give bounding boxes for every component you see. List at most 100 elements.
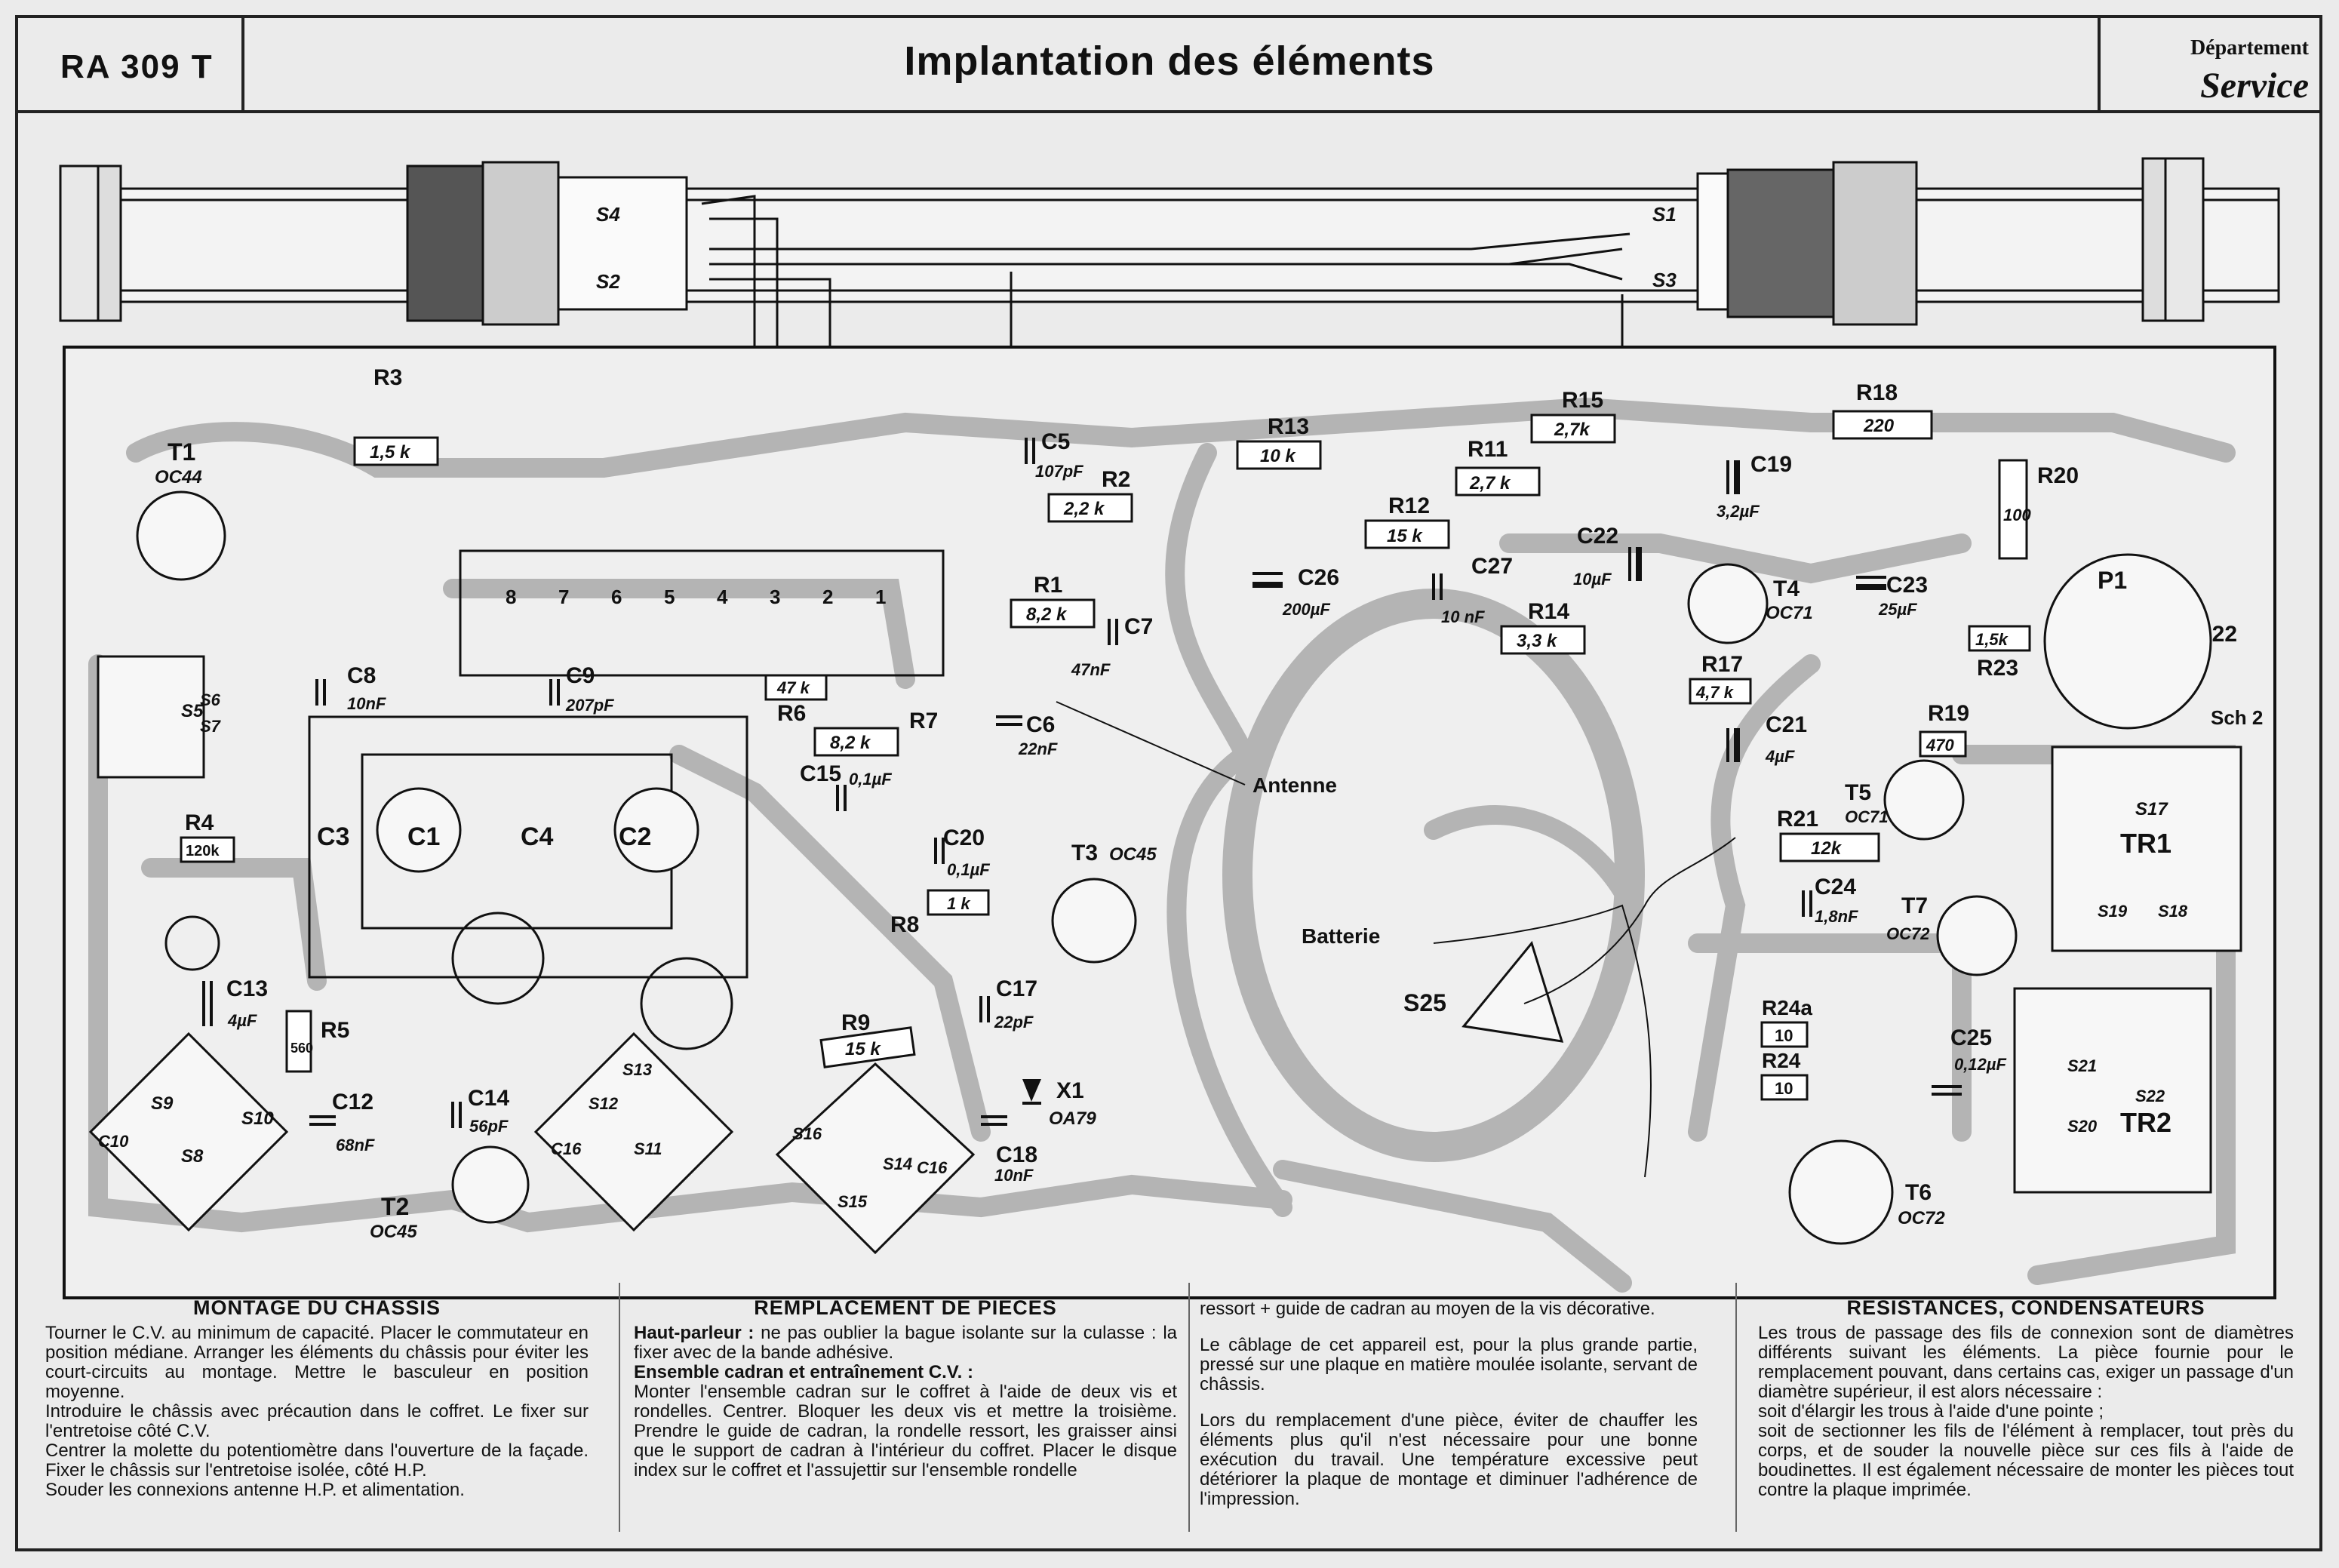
paragraph: Lors du remplacement d'une pièce, éviter… — [1200, 1410, 1698, 1509]
svg-text:2,2 k: 2,2 k — [1063, 499, 1105, 519]
transistor-t7: T7 OC72 — [1886, 893, 2018, 976]
variable-capacitor-labels: C1 C2 C3 C4 — [317, 822, 651, 851]
c1-label: C1 — [407, 822, 440, 851]
paragraph: Les trous de passage des fils de connexi… — [1758, 1323, 2294, 1402]
column-divider — [619, 1283, 620, 1532]
coil-label: S2 — [596, 270, 620, 293]
svg-text:220: 220 — [1863, 416, 1895, 436]
svg-text:R24a: R24a — [1762, 996, 1812, 1019]
diode-x1: X1 OA79 — [1022, 1078, 1096, 1129]
svg-text:P1: P1 — [2098, 567, 2127, 594]
svg-text:8,2 k: 8,2 k — [1026, 604, 1068, 625]
resistor-r24a: R24a 10 — [1760, 996, 1812, 1048]
capacitor-c27: C27 10 nF — [1432, 554, 1513, 626]
capacitor-c12: C12 68nF — [309, 1090, 375, 1154]
resistor-r12: R12 15 k — [1364, 493, 1450, 549]
coil-label: S4 — [596, 203, 620, 226]
svg-text:T6: T6 — [1905, 1180, 1932, 1205]
resistor-r3: R3 1,5 k — [353, 365, 439, 466]
svg-text:3,2µF: 3,2µF — [1717, 502, 1760, 521]
svg-text:C10: C10 — [98, 1132, 129, 1151]
resistor-r20: R20 100 — [1998, 459, 2079, 560]
capacitor-c25: C25 0,12µF — [1932, 1025, 2006, 1096]
svg-text:R21: R21 — [1777, 807, 1818, 832]
switch-pin-label: 4 — [717, 586, 728, 608]
svg-text:C8: C8 — [347, 663, 376, 688]
coil-labels: S5 S6 S7 S8 S9 S10 C10 S11 S12 S13 C16 S… — [98, 690, 948, 1211]
paragraph: soit d'élargir les trous à l'aide d'une … — [1758, 1401, 2104, 1422]
column-divider — [1735, 1283, 1737, 1532]
svg-text:2,7k: 2,7k — [1554, 420, 1591, 440]
svg-text:C7: C7 — [1124, 614, 1153, 639]
svg-text:10: 10 — [1775, 1026, 1793, 1045]
svg-text:R7: R7 — [909, 709, 938, 733]
svg-text:R4: R4 — [185, 810, 214, 835]
svg-text:8,2 k: 8,2 k — [830, 733, 871, 753]
svg-text:R2: R2 — [1102, 467, 1130, 492]
transformer-tr1: TR1 S17 S18 S19 — [2051, 746, 2242, 952]
section-title: REMPLACEMENT DE PIÈCES — [754, 1296, 1057, 1319]
svg-text:Sch 2: Sch 2 — [2211, 706, 2263, 729]
coil-label: S3 — [1652, 269, 1677, 291]
transistor-t4: T4 OC71 — [1687, 563, 1813, 644]
svg-text:R17: R17 — [1701, 652, 1743, 677]
svg-text:C14: C14 — [468, 1086, 509, 1111]
svg-text:S13: S13 — [622, 1060, 652, 1079]
c3-label: C3 — [317, 822, 349, 851]
copper-traces — [88, 397, 2236, 1293]
capacitor-c18: C18 10nF — [981, 1115, 1037, 1185]
capacitor-c20: C20 0,1µF — [934, 826, 990, 879]
ferrite-antenna — [59, 157, 2280, 326]
svg-text:S19: S19 — [2098, 902, 2128, 921]
svg-text:C22: C22 — [1577, 524, 1618, 549]
svg-text:C16: C16 — [551, 1139, 582, 1158]
switch-pin-label: 8 — [506, 586, 516, 608]
svg-text:OC45: OC45 — [1109, 844, 1157, 865]
svg-text:S20: S20 — [2067, 1117, 2098, 1136]
svg-text:56pF: 56pF — [469, 1117, 509, 1136]
svg-text:S7: S7 — [200, 717, 222, 736]
svg-text:22pF: 22pF — [994, 1013, 1034, 1031]
svg-text:R12: R12 — [1388, 493, 1430, 518]
resistor-r8: R8 1 k — [890, 889, 990, 937]
resistor-r2: R2 2,2 k — [1047, 467, 1133, 523]
svg-text:2,7 k: 2,7 k — [1469, 473, 1511, 493]
svg-text:S9: S9 — [151, 1093, 174, 1114]
capacitor-c8: C8 10nF — [315, 663, 386, 713]
svg-text:22nF: 22nF — [1018, 739, 1058, 758]
svg-text:R1: R1 — [1034, 573, 1062, 598]
resistors: R3 1,5 k R4 120k R5 560 R2 2,2 k R1 8,2 … — [180, 365, 2237, 1101]
svg-text:OC44: OC44 — [155, 467, 202, 487]
svg-text:S14: S14 — [883, 1154, 912, 1173]
svg-text:OA79: OA79 — [1049, 1108, 1096, 1129]
svg-text:C23: C23 — [1886, 573, 1928, 598]
large-ground-pad — [1222, 589, 1645, 1162]
resistor-r19: R19 470 — [1919, 701, 1969, 758]
wave-switch: 8 7 6 5 4 3 2 1 — [459, 549, 945, 677]
svg-text:10µF: 10µF — [1573, 570, 1612, 589]
svg-text:10: 10 — [1775, 1079, 1793, 1098]
svg-text:68nF: 68nF — [336, 1136, 375, 1154]
svg-text:S10: S10 — [241, 1108, 274, 1129]
svg-text:R19: R19 — [1928, 701, 1969, 726]
svg-text:C26: C26 — [1298, 565, 1339, 590]
svg-text:S16: S16 — [792, 1124, 822, 1143]
svg-text:R8: R8 — [890, 912, 919, 937]
speaker-s25: S25 — [1403, 837, 1736, 1178]
section-remplacement: REMPLACEMENT DE PIÈCES Haut-parleur : ne… — [634, 1298, 1177, 1480]
svg-text:200µF: 200µF — [1282, 600, 1330, 619]
transistor-t3: T3 OC45 — [1051, 841, 1157, 964]
column-divider — [1188, 1283, 1190, 1532]
battery-label: Batterie — [1302, 924, 1380, 948]
capacitor-c15: C15 0,1µF — [800, 761, 892, 811]
section-title: RÉSISTANCES, CONDENSATEURS — [1846, 1296, 2205, 1319]
svg-text:R3: R3 — [373, 365, 402, 390]
svg-text:C12: C12 — [332, 1090, 373, 1115]
paragraph: Le câblage de cet appareil est, pour la … — [1200, 1335, 1698, 1394]
svg-text:C13: C13 — [226, 976, 268, 1001]
svg-text:12k: 12k — [1811, 838, 1843, 859]
svg-text:C24: C24 — [1815, 875, 1856, 899]
section-montage: MONTAGE DU CHASSIS Tourner le C.V. au mi… — [45, 1298, 589, 1500]
paragraph: ressort + guide de cadran au moyen de la… — [1200, 1299, 1655, 1319]
